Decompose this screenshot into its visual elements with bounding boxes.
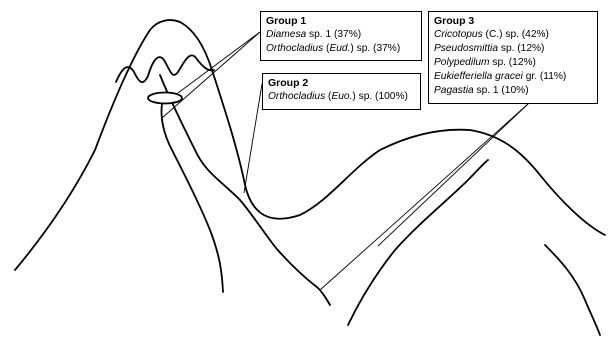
taxon-row: Eukiefferiella gracei gr. (11%): [434, 70, 593, 84]
leader-group1-a: [178, 32, 260, 93]
taxon-rest: sp. (42%): [505, 29, 549, 40]
taxon-genus: Orthocladius: [266, 43, 323, 54]
taxon-subgenus: Eud.: [329, 43, 350, 54]
taxon-genus: Pseudosmittia: [434, 43, 498, 54]
leader-group3-a: [320, 104, 528, 290]
taxon-row: Diamesa sp. 1 (37%): [266, 28, 417, 42]
group-3-title: Group 3: [434, 14, 593, 28]
taxon-genus: Orthocladius: [268, 91, 325, 102]
taxon-rest: sp. 1 (37%): [309, 29, 361, 40]
taxon-subgenus: C.: [489, 29, 499, 40]
far-right-slope: [545, 245, 600, 335]
taxon-rest: sp. (100%): [359, 91, 408, 102]
leader-group1-b: [162, 32, 260, 118]
leader-group2: [244, 84, 262, 193]
taxon-subgenus: Euo.: [331, 91, 352, 102]
group-1-box: Group 1 Diamesa sp. 1 (37%) Orthocladius…: [260, 11, 422, 61]
taxon-rest: sp. (12%): [492, 57, 536, 68]
leader-group3-b: [378, 104, 528, 246]
taxon-row: Cricotopus (C.) sp. (42%): [434, 28, 593, 42]
taxon-rest: sp. 1 (10%): [477, 85, 529, 96]
taxon-rest: gr. (11%): [526, 71, 567, 82]
lake: [148, 93, 182, 104]
stream-left: [161, 104, 223, 292]
taxon-rest: sp. (12%): [501, 43, 545, 54]
taxon-rest: sp. (37%): [357, 43, 401, 54]
group-2-title: Group 2: [268, 76, 416, 90]
taxon-row: Orthocladius (Eud.) sp. (37%): [266, 42, 417, 56]
taxon-row: Pseudosmittia sp. (12%): [434, 42, 593, 56]
group-1-title: Group 1: [266, 14, 417, 28]
group-3-box: Group 3 Cricotopus (C.) sp. (42%) Pseudo…: [428, 11, 598, 104]
taxon-genus: Cricotopus: [434, 29, 483, 40]
taxon-genus: Diamesa: [266, 29, 306, 40]
glacier-edge: [116, 55, 214, 82]
taxon-row: Pagastia sp. 1 (10%): [434, 84, 593, 98]
taxon-row: Polypedilum sp. (12%): [434, 56, 593, 70]
group-2-box: Group 2 Orthocladius (Euo.) sp. (100%): [262, 73, 421, 110]
taxon-row: Orthocladius (Euo.) sp. (100%): [268, 90, 416, 104]
taxon-genus: Pagastia: [434, 85, 474, 96]
taxon-genus: Eukiefferiella gracei: [434, 71, 523, 82]
taxon-genus: Polypedilum: [434, 57, 490, 68]
right-ridge: [348, 160, 488, 325]
